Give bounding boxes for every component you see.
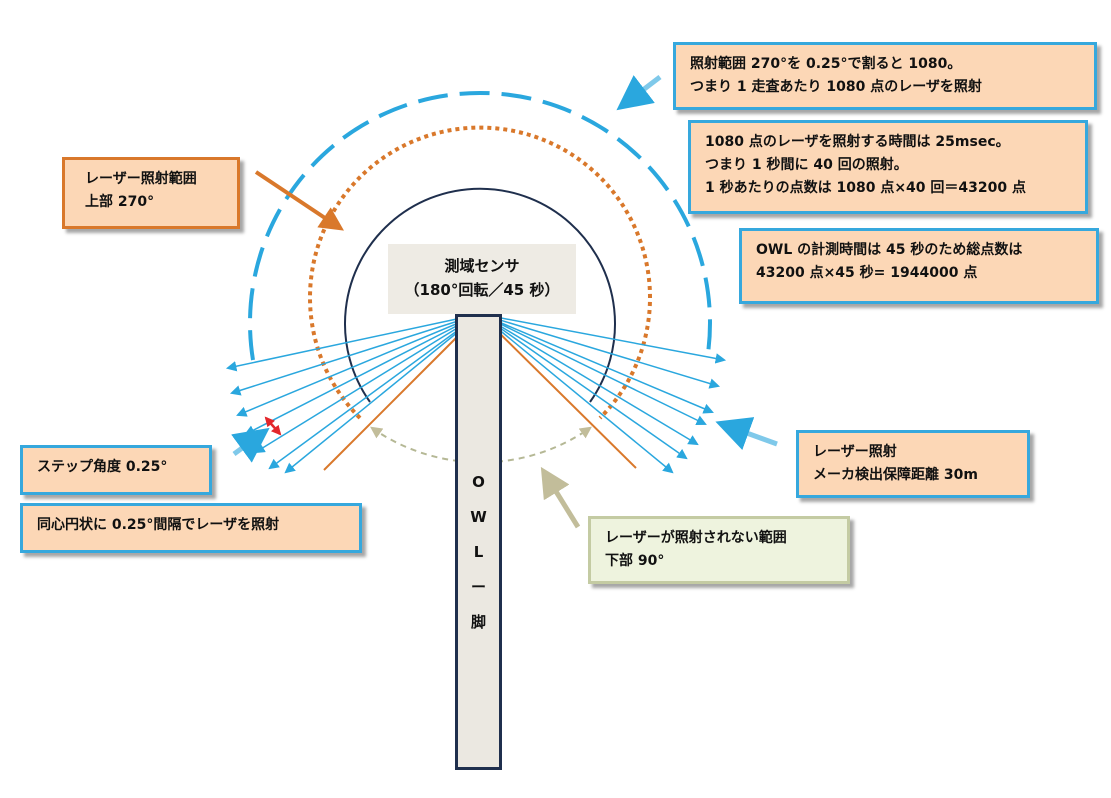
total-calc-line2: 43200 点×45 秒= 1944000 点 (756, 265, 978, 281)
total-calc-callout: OWL の計測時間は 45 秒のため総点数は 43200 点×45 秒= 194… (739, 228, 1099, 304)
laser-distance-callout: レーザー照射 メーカ検出保障距離 30m (796, 430, 1030, 498)
sensor-label-line2: （180°回転／45 秒） (404, 281, 560, 299)
owl-leg-label: O W L ー 脚 (470, 473, 487, 631)
callout-arrow-icon (231, 75, 778, 463)
total-calc-line1: OWL の計測時間は 45 秒のため総点数は (756, 242, 1023, 258)
time-calc-line3: 1 秒あたりの点数は 1080 点×40 回＝43200 点 (705, 180, 1026, 196)
upper-range-line1: レーザー照射範囲 (85, 171, 197, 187)
unlit-range-line1: レーザーが照射されない範囲 (605, 530, 787, 546)
right-laser-rays (479, 313, 727, 474)
range-calc-callout: 照射範囲 270°を 0.25°で割ると 1080。 つまり 1 走査あたり 1… (673, 42, 1097, 110)
right-boundary-line (479, 313, 637, 469)
concentric-callout: 同心円状に 0.25°間隔でレーザを照射 (20, 503, 362, 553)
upper-range-line2: 上部 270° (85, 194, 155, 210)
concentric-line1: 同心円状に 0.25°間隔でレーザを照射 (37, 517, 280, 533)
laser-distance-line1: レーザー照射 (813, 444, 897, 460)
range-calc-line1: 照射範囲 270°を 0.25°で割ると 1080。 (690, 56, 962, 72)
outer-laser-range-arc (248, 90, 712, 361)
step-angle-callout: ステップ角度 0.25° (20, 445, 212, 495)
range-calc-line2: つまり 1 走査あたり 1080 点のレーザを照射 (690, 79, 982, 95)
unlit-range-callout: レーザーが照射されない範囲 下部 90° (588, 516, 850, 584)
left-boundary-line (323, 313, 481, 471)
sensor-label-line1: 測域センサ (444, 257, 520, 275)
upper-range-callout: レーザー照射範囲 上部 270° (62, 157, 240, 229)
left-laser-rays (225, 313, 481, 474)
sensor-label: 測域センサ （180°回転／45 秒） (388, 244, 576, 314)
time-calc-line1: 1080 点のレーザを照射する時間は 25msec。 (705, 134, 1010, 150)
owl-leg: O W L ー 脚 (455, 314, 502, 770)
unlit-range-arc (370, 426, 592, 464)
callout-arrow-unlit-range (540, 466, 581, 529)
time-calc-callout: 1080 点のレーザを照射する時間は 25msec。 つまり 1 秒間に 40 … (688, 120, 1088, 214)
sensor-rotation-arc (344, 187, 616, 403)
step-angle-double-arrow-icon (264, 416, 282, 436)
unlit-range-line2: 下部 90° (605, 553, 665, 569)
laser-distance-line2: メーカ検出保障距離 30m (813, 467, 978, 483)
step-angle-line1: ステップ角度 0.25° (37, 459, 168, 475)
time-calc-line2: つまり 1 秒間に 40 回の照射。 (705, 157, 908, 173)
upper-range-dotted-arc (308, 125, 652, 420)
callout-arrow-upper-range (254, 170, 344, 231)
